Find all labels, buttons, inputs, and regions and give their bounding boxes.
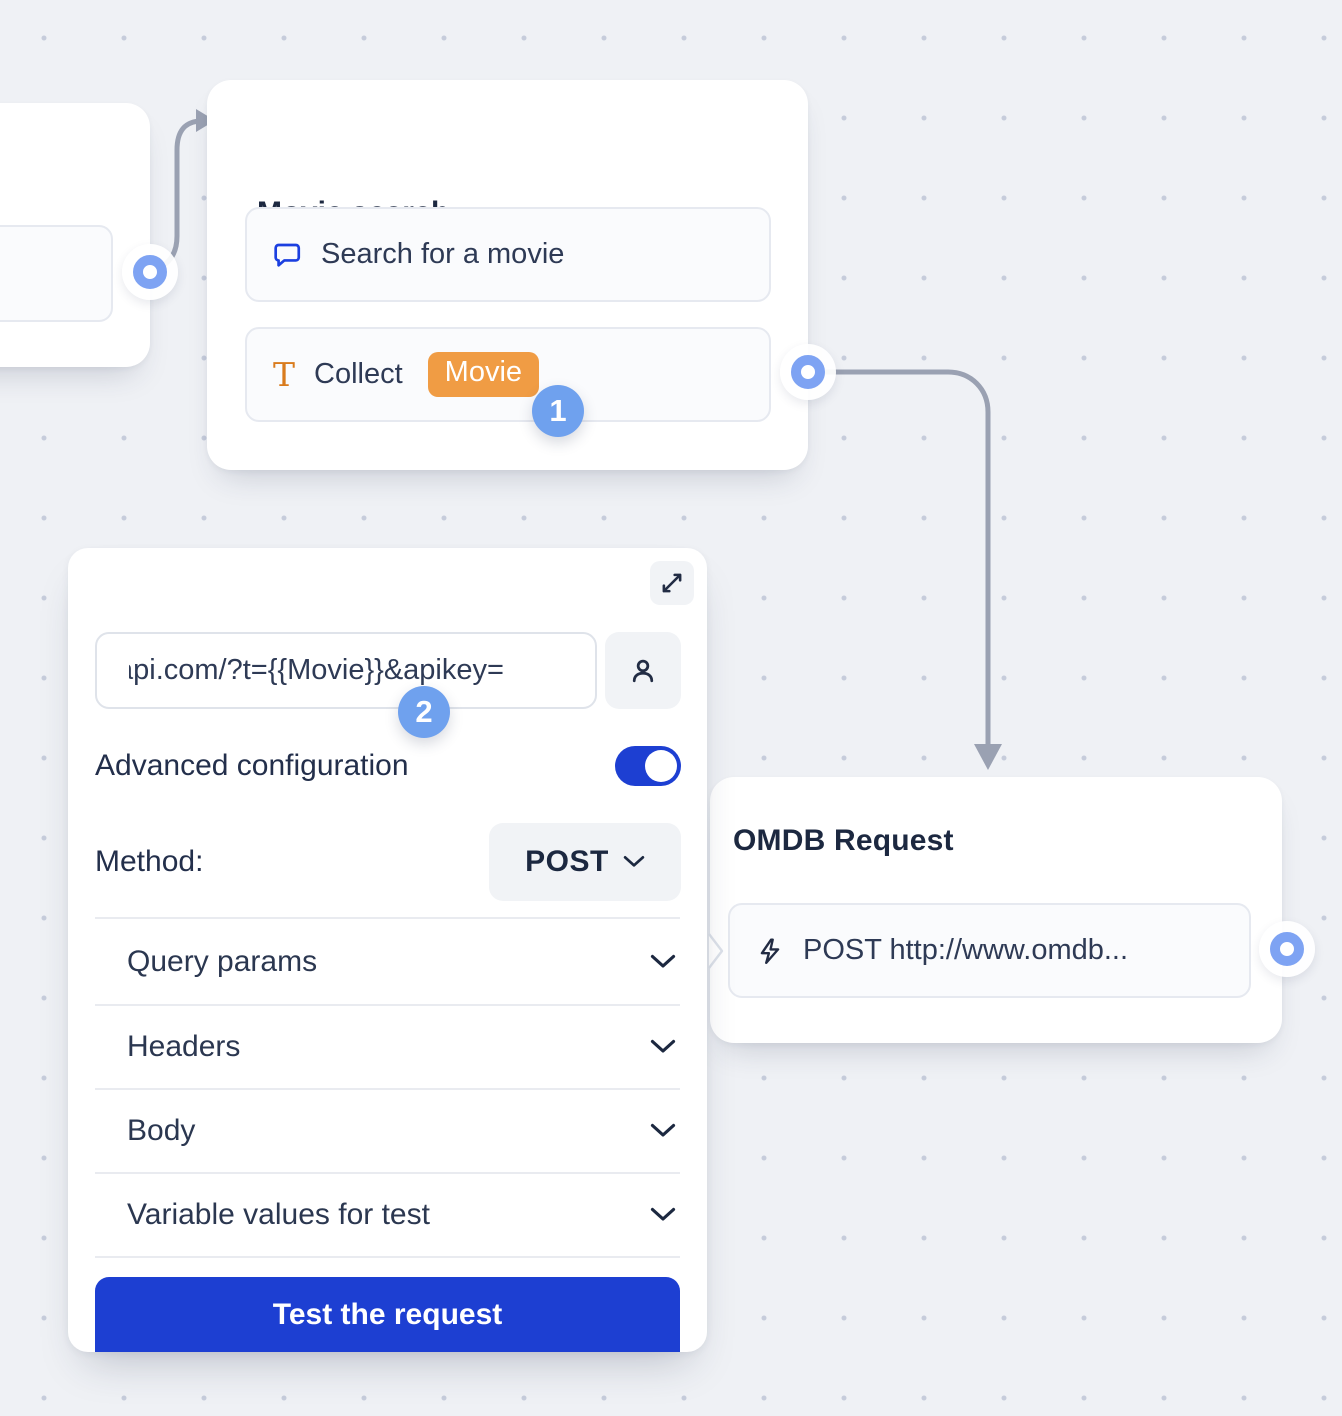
section-label: Variable values for test xyxy=(127,1198,430,1231)
method-label: Method: xyxy=(95,845,204,878)
insert-variable-button[interactable] xyxy=(605,632,681,709)
connector-arrowhead-1 xyxy=(196,109,215,132)
port-ring xyxy=(791,355,825,389)
collect-block[interactable]: T Collect Movie xyxy=(245,327,771,422)
section-body[interactable]: Body xyxy=(95,1090,680,1174)
webhook-block-label: POST http://www.omdb... xyxy=(803,934,1129,966)
test-request-button[interactable]: Test the request xyxy=(95,1277,680,1352)
chevron-down-icon xyxy=(650,1039,676,1053)
step-badge-2: 2 xyxy=(398,686,450,738)
section-headers[interactable]: Headers xyxy=(95,1006,680,1090)
chevron-down-icon xyxy=(650,954,676,968)
chevron-down-icon xyxy=(650,1123,676,1137)
chat-bubble-icon xyxy=(273,240,302,269)
advanced-configuration-toggle[interactable] xyxy=(615,746,681,786)
port-ring xyxy=(1270,932,1304,966)
webhook-config-panel: Advanced configuration Method: POST Quer… xyxy=(68,548,707,1352)
webhook-block[interactable]: POST http://www.omdb... xyxy=(728,903,1251,998)
connector-arrowhead-2 xyxy=(974,744,1002,770)
webhook-url-input[interactable] xyxy=(95,632,597,709)
connector-path-2 xyxy=(823,369,991,751)
person-icon xyxy=(632,659,654,682)
partial-node-card[interactable] xyxy=(0,103,150,367)
output-port-omdb-request[interactable] xyxy=(1259,921,1315,977)
config-sections: Query params Headers Body Variable value… xyxy=(95,917,680,1258)
step-badge-1: 1 xyxy=(532,385,584,437)
chevron-down-icon xyxy=(623,855,645,867)
expand-icon xyxy=(662,573,682,593)
advanced-configuration-label: Advanced configuration xyxy=(95,749,409,782)
section-label: Headers xyxy=(127,1030,241,1063)
input-port-notch xyxy=(707,932,733,975)
port-ring xyxy=(133,255,167,289)
collect-block-label: Collect xyxy=(314,358,403,390)
lightning-icon xyxy=(756,937,784,965)
toggle-knob xyxy=(645,750,677,782)
section-query-params[interactable]: Query params xyxy=(95,919,680,1006)
omdb-request-node[interactable]: OMDB Request POST http://www.omdb... xyxy=(707,777,1282,1043)
text-input-icon: T xyxy=(273,355,296,394)
partial-node-item[interactable] xyxy=(0,225,113,322)
section-label: Query params xyxy=(127,944,318,978)
method-value: POST xyxy=(525,845,609,878)
section-variable-values[interactable]: Variable values for test xyxy=(95,1174,680,1258)
movie-search-node[interactable]: Movie search Search for a movie T Collec… xyxy=(207,80,808,470)
variable-chip-movie[interactable]: Movie xyxy=(427,351,540,398)
section-label: Body xyxy=(127,1114,196,1147)
output-port-movie-search[interactable] xyxy=(780,344,836,400)
expand-panel-button[interactable] xyxy=(650,561,694,605)
node-title: OMDB Request xyxy=(733,824,954,857)
output-port-partial-node[interactable] xyxy=(122,244,178,300)
question-block[interactable]: Search for a movie xyxy=(245,207,771,302)
chevron-down-icon xyxy=(650,1207,676,1221)
question-block-label: Search for a movie xyxy=(321,238,565,270)
method-select[interactable]: POST xyxy=(489,823,681,901)
